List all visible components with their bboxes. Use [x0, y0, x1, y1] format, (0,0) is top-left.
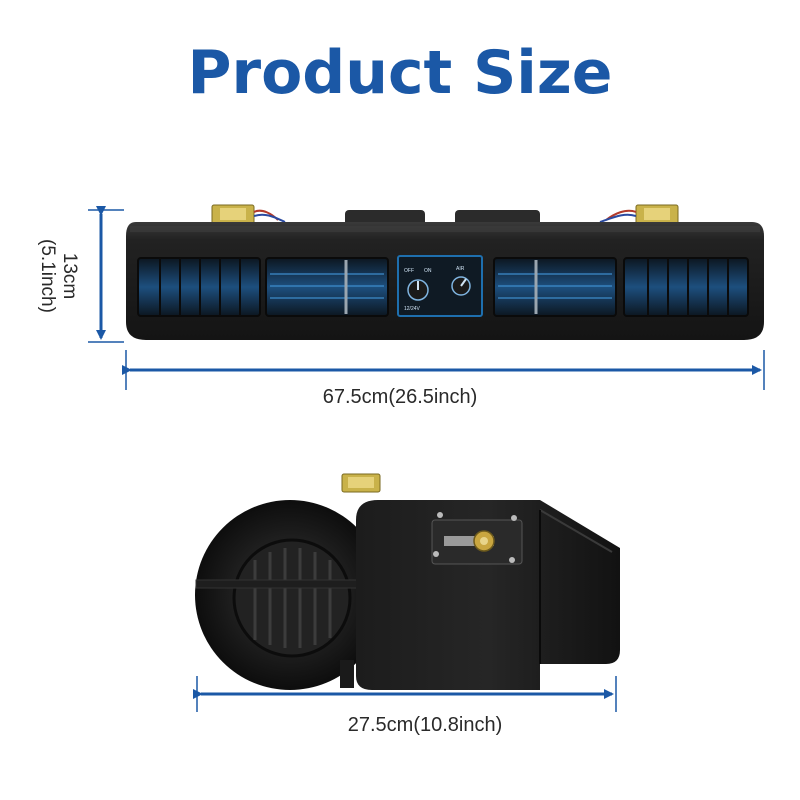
air-vent-1 — [137, 257, 261, 317]
panel-voltage: 12/24V — [404, 306, 421, 312]
knob-mark-off: OFF — [404, 268, 414, 274]
air-vent-2 — [265, 257, 389, 317]
evaporator-side-view — [195, 473, 620, 690]
air-vent-4 — [623, 257, 749, 317]
side-width-label: 27.5cm(10.8inch) — [347, 714, 503, 736]
control-panel: OFF ON AIR 12/24V — [397, 255, 483, 317]
front-width-label: 67.5cm(26.5inch) — [322, 386, 478, 408]
height-inch-label: (5.1inch) — [37, 239, 58, 313]
height-cm-label: 13cm — [59, 252, 80, 300]
side-width-dimension-arrow — [193, 676, 617, 712]
air-vent-3 — [493, 257, 617, 317]
evaporator-front-view: OFF ON AIR 12/24V — [126, 204, 764, 340]
knob-mark-on: ON — [424, 268, 432, 274]
mounting-bracket-left — [211, 204, 286, 226]
front-width-dimension-arrow — [122, 350, 765, 390]
page-title: Product Size — [187, 38, 613, 108]
knob-mark-air: AIR — [456, 266, 465, 272]
height-dimension-arrow — [88, 206, 124, 343]
mounting-bracket-right — [599, 204, 679, 226]
height-label: 13cm (5.1inch) — [36, 186, 80, 366]
